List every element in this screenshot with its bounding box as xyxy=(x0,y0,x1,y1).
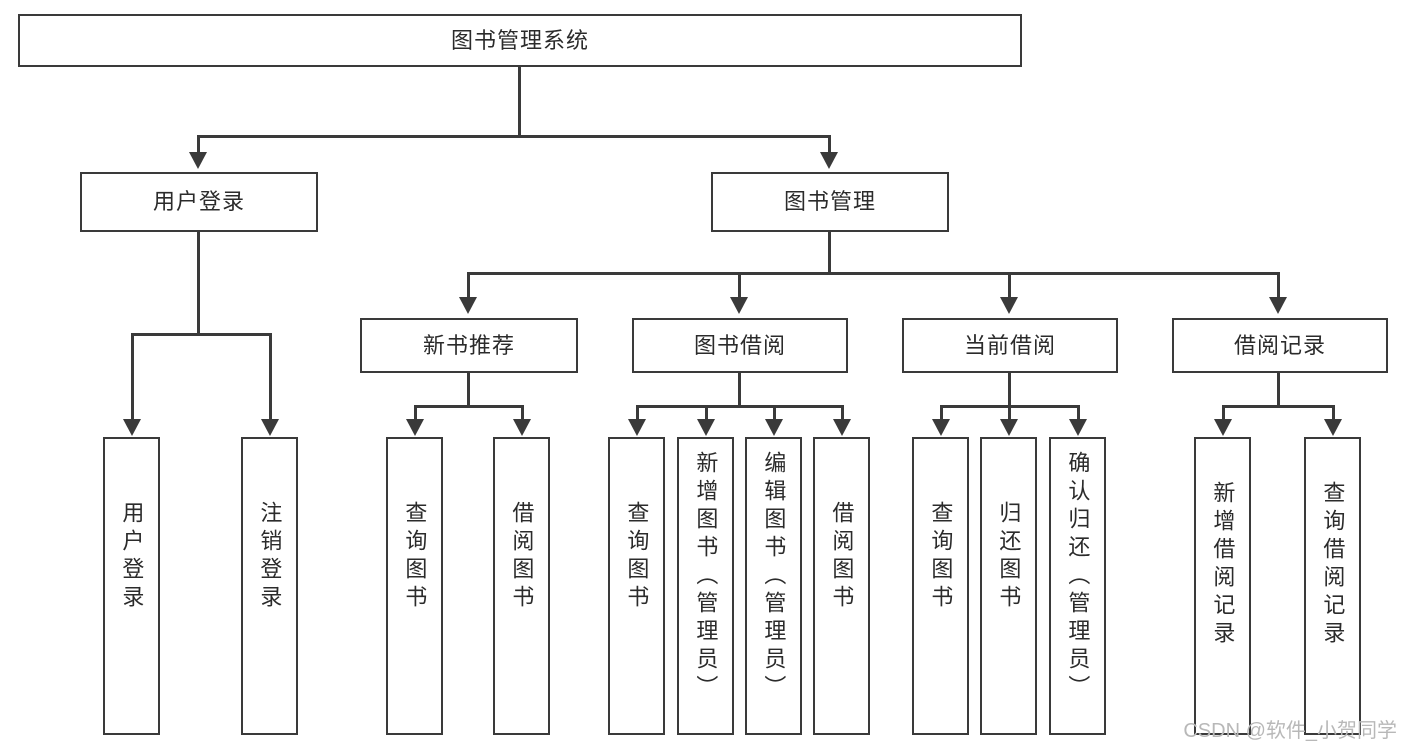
connector-newbook-to-leaf-2 xyxy=(521,405,524,420)
connector-record-stem xyxy=(1277,373,1280,407)
connector-root-to-login xyxy=(197,135,200,155)
arrow-borrow-to-leaf-2 xyxy=(697,419,715,436)
arrow-login-to-leaf-2 xyxy=(261,419,279,436)
node-label: 用户登录 xyxy=(152,189,245,215)
arrow-bookmgmt-to-borrow xyxy=(730,297,748,314)
arrow-bookmgmt-to-current xyxy=(1000,297,1018,314)
leaf-label: 归还图书 xyxy=(996,501,1022,613)
arrow-newbook-to-leaf-1 xyxy=(406,419,424,436)
arrow-borrow-to-leaf-1 xyxy=(628,419,646,436)
connector-root-to-bookmgmt xyxy=(828,135,831,155)
arrow-record-to-leaf-1 xyxy=(1214,419,1232,436)
node-label: 图书借阅 xyxy=(693,332,786,358)
connector-newbook-bar xyxy=(414,405,524,408)
connector-borrow-to-leaf-4 xyxy=(841,405,844,420)
leaf-label: 查询图书 xyxy=(624,501,650,613)
leaf-label: 查询借阅记录 xyxy=(1320,481,1346,649)
arrow-root-to-bookmgmt xyxy=(820,152,838,169)
arrow-current-to-leaf-2 xyxy=(1000,419,1018,436)
leaf-query-books-borrow[interactable]: 查询图书 xyxy=(608,437,665,735)
leaf-return-books[interactable]: 归还图书 xyxy=(980,437,1037,735)
leaf-label: 查询图书 xyxy=(928,501,954,613)
leaf-query-books-newbook[interactable]: 查询图书 xyxy=(386,437,443,735)
connector-bookmgmt-bar xyxy=(467,272,1280,275)
connector-borrow-bar xyxy=(636,405,844,408)
node-book-borrowing[interactable]: 图书借阅 xyxy=(632,318,848,373)
leaf-query-borrow-record[interactable]: 查询借阅记录 xyxy=(1304,437,1361,735)
leaf-logout[interactable]: 注销登录 xyxy=(241,437,298,735)
leaf-label: 借阅图书 xyxy=(829,501,855,613)
connector-root-stem xyxy=(518,67,521,137)
connector-bookmgmt-to-record xyxy=(1277,272,1280,298)
leaf-edit-book-admin[interactable]: 编辑图书（管理员） xyxy=(745,437,802,735)
arrow-root-to-login xyxy=(189,152,207,169)
node-book-management[interactable]: 图书管理 xyxy=(711,172,949,232)
arrow-current-to-leaf-1 xyxy=(932,419,950,436)
connector-record-to-leaf-2 xyxy=(1332,405,1335,420)
node-label: 当前借阅 xyxy=(963,332,1056,358)
leaf-confirm-return-admin[interactable]: 确认归还（管理员） xyxy=(1049,437,1106,735)
connector-newbook-to-leaf-1 xyxy=(414,405,417,420)
connector-current-to-leaf-2 xyxy=(1008,405,1011,420)
connector-root-bar xyxy=(197,135,831,138)
connector-bookmgmt-stem xyxy=(828,232,831,274)
connector-current-to-leaf-3 xyxy=(1077,405,1080,420)
node-label: 借阅记录 xyxy=(1233,332,1326,358)
arrow-bookmgmt-to-newbook xyxy=(459,297,477,314)
connector-bookmgmt-to-current xyxy=(1008,272,1011,298)
leaf-borrow-books-newbook[interactable]: 借阅图书 xyxy=(493,437,550,735)
connector-login-to-leaf-2 xyxy=(269,333,272,420)
arrow-bookmgmt-to-record xyxy=(1269,297,1287,314)
arrow-login-to-leaf-1 xyxy=(123,419,141,436)
node-current-borrowing[interactable]: 当前借阅 xyxy=(902,318,1118,373)
connector-borrow-to-leaf-1 xyxy=(636,405,639,420)
watermark-text: CSDN @软件_小贺同学 xyxy=(1183,720,1397,742)
node-new-book-recommendation[interactable]: 新书推荐 xyxy=(360,318,578,373)
leaf-user-login[interactable]: 用户登录 xyxy=(103,437,160,735)
node-borrowing-records[interactable]: 借阅记录 xyxy=(1172,318,1388,373)
leaf-borrow-books-borrow[interactable]: 借阅图书 xyxy=(813,437,870,735)
leaf-label: 新增借阅记录 xyxy=(1210,481,1236,649)
leaf-label: 编辑图书（管理员） xyxy=(761,451,787,703)
arrow-borrow-to-leaf-4 xyxy=(833,419,851,436)
connector-record-to-leaf-1 xyxy=(1222,405,1225,420)
leaf-label: 借阅图书 xyxy=(509,501,535,613)
connector-login-stem xyxy=(197,232,200,335)
connector-bookmgmt-to-borrow xyxy=(738,272,741,298)
node-user-login[interactable]: 用户登录 xyxy=(80,172,318,232)
connector-current-to-leaf-1 xyxy=(940,405,943,420)
node-root-book-management-system[interactable]: 图书管理系统 xyxy=(18,14,1022,67)
connector-newbook-stem xyxy=(467,373,470,407)
node-label: 图书管理系统 xyxy=(450,27,589,53)
leaf-label: 新增图书（管理员） xyxy=(693,451,719,703)
connector-borrow-to-leaf-2 xyxy=(705,405,708,420)
arrow-current-to-leaf-3 xyxy=(1069,419,1087,436)
connector-login-to-leaf-1 xyxy=(131,333,134,420)
arrow-borrow-to-leaf-3 xyxy=(765,419,783,436)
connector-bookmgmt-to-newbook xyxy=(467,272,470,298)
leaf-label: 注销登录 xyxy=(257,501,283,613)
node-label: 新书推荐 xyxy=(422,332,515,358)
arrow-record-to-leaf-2 xyxy=(1324,419,1342,436)
leaf-label: 查询图书 xyxy=(402,501,428,613)
node-label: 图书管理 xyxy=(783,189,876,215)
connector-current-stem xyxy=(1008,373,1011,407)
leaf-label: 确认归还（管理员） xyxy=(1065,451,1091,703)
connector-login-bar xyxy=(131,333,272,336)
leaf-query-books-current[interactable]: 查询图书 xyxy=(912,437,969,735)
arrow-newbook-to-leaf-2 xyxy=(513,419,531,436)
connector-borrow-to-leaf-3 xyxy=(773,405,776,420)
leaf-label: 用户登录 xyxy=(119,501,145,613)
connector-borrow-stem xyxy=(738,373,741,407)
leaf-add-book-admin[interactable]: 新增图书（管理员） xyxy=(677,437,734,735)
leaf-add-borrow-record[interactable]: 新增借阅记录 xyxy=(1194,437,1251,735)
connector-record-bar xyxy=(1222,405,1335,408)
